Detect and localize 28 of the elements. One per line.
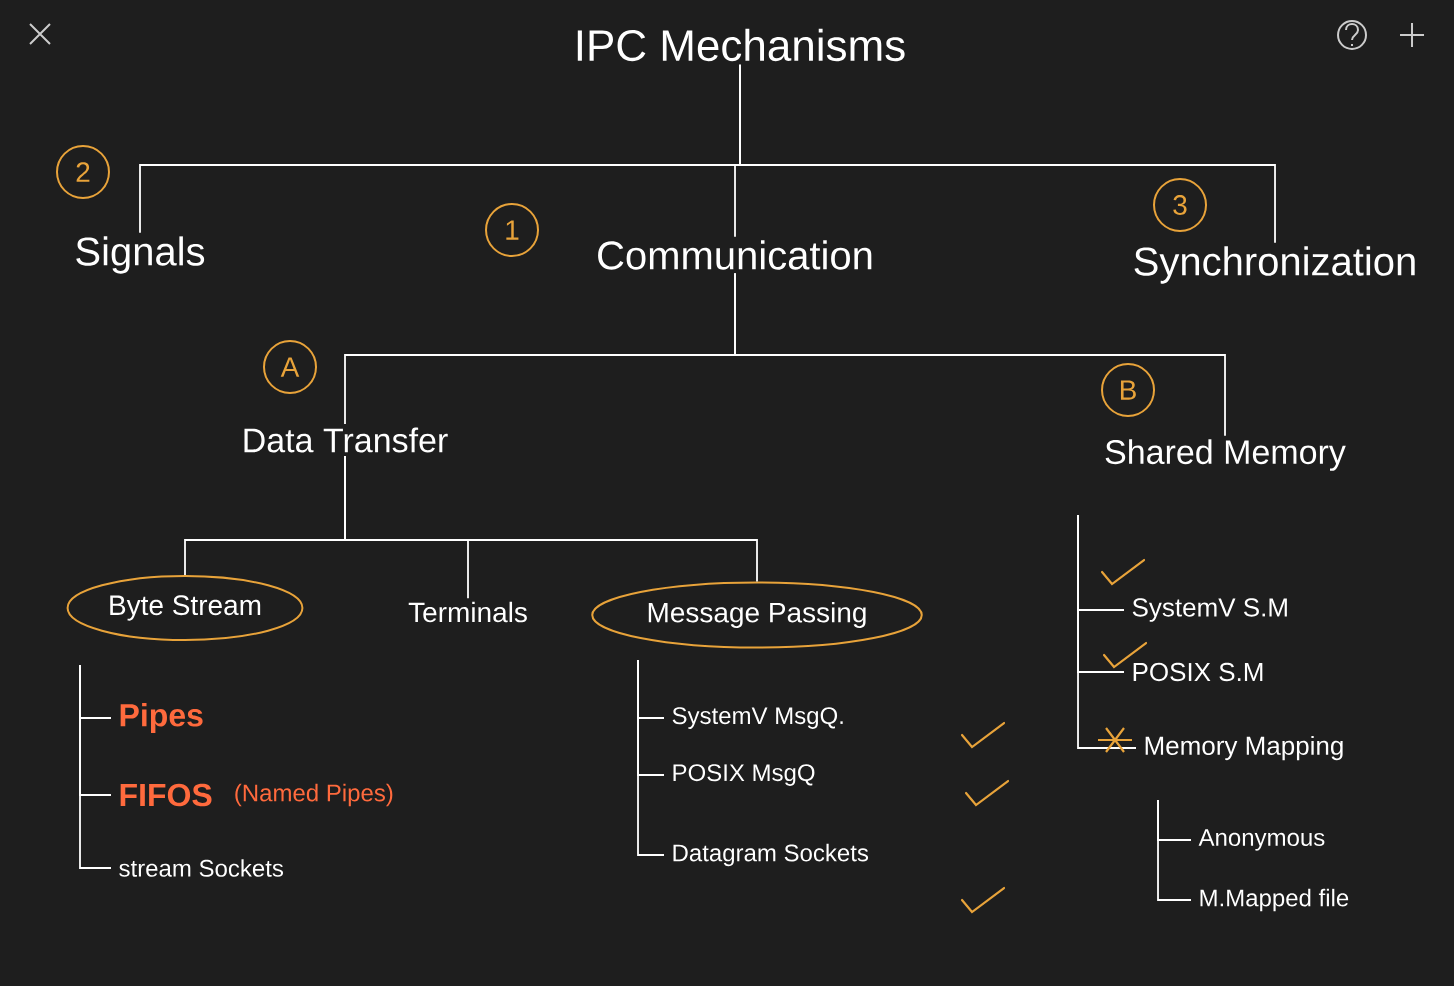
node-text: M.Mapped file [1200, 888, 1349, 912]
circled-label: Message Passing [591, 581, 923, 649]
node-text: Pipes [120, 703, 203, 733]
tree-line [344, 455, 758, 583]
tree-line [79, 664, 112, 869]
node-text: FIFOS [120, 783, 212, 807]
node-text: POSIX MsgQ [673, 764, 815, 786]
node-text: Terminals [408, 601, 527, 623]
node-text: Shared Memory [1105, 439, 1346, 471]
node-text: Synchronization [1134, 246, 1415, 284]
circled-label: Byte Stream [66, 574, 304, 642]
node-text: Anonymous [1198, 829, 1325, 851]
node-text: SystemV S.M [1132, 598, 1287, 622]
tree-line [637, 659, 665, 856]
node-text: Data Transfer [244, 427, 448, 453]
node-caption: (Named Pipes) [235, 783, 393, 807]
node-text: stream Sockets [119, 859, 284, 877]
node-text: POSIX S.M [1133, 662, 1263, 682]
node-text: Datagram Sockets [673, 843, 869, 867]
node-text: SystemV MsgQ. [672, 707, 843, 729]
heading-text: IPC Mechanisms [577, 28, 905, 62]
node-text: Signals [76, 236, 205, 274]
node-text: Memory Mapping [1145, 735, 1343, 761]
tree-line [734, 272, 1226, 437]
tree-line [1077, 514, 1137, 749]
node-text: Communication [598, 240, 872, 270]
tree-line [1157, 799, 1192, 901]
tree-line [739, 63, 1276, 244]
